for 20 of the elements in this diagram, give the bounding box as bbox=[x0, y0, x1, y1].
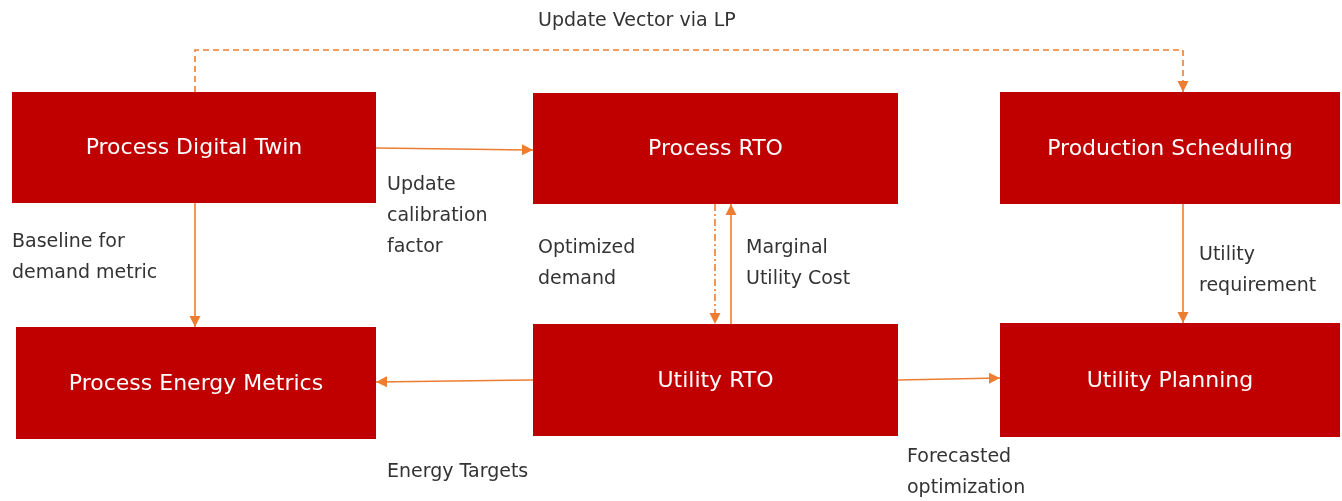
arrow bbox=[709, 203, 721, 325]
arrow bbox=[375, 144, 534, 156]
box-label: Production Scheduling bbox=[1047, 134, 1293, 162]
process-box bbox=[533, 324, 898, 436]
box-label: Utility Planning bbox=[1086, 366, 1254, 394]
arrow bbox=[189, 202, 201, 328]
process-box bbox=[16, 327, 376, 439]
process-box bbox=[12, 92, 376, 203]
process-box bbox=[533, 93, 898, 204]
arrow bbox=[1177, 203, 1189, 324]
arrow bbox=[725, 203, 737, 325]
process-box bbox=[1000, 323, 1340, 437]
box-label: Utility RTO bbox=[657, 366, 774, 394]
arrow bbox=[375, 376, 534, 388]
arrow bbox=[897, 372, 1001, 384]
box-label: Process RTO bbox=[648, 135, 783, 162]
process-box bbox=[1000, 92, 1340, 204]
arrow bbox=[194, 49, 1189, 93]
box-label: Process Energy Metrics bbox=[68, 369, 324, 397]
box-label: Process Digital Twin bbox=[85, 134, 303, 161]
